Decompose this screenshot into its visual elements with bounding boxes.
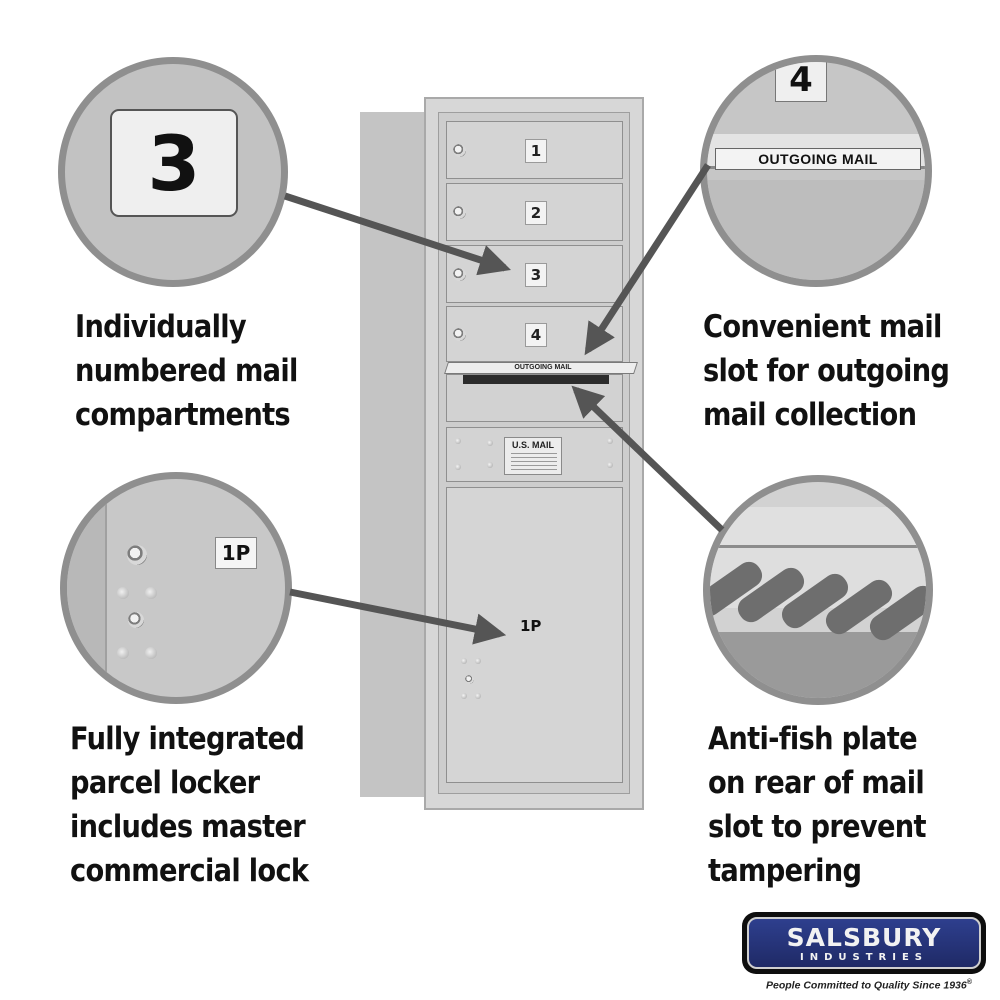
- parcel-door-edge: [67, 479, 107, 697]
- door-number: 4: [525, 323, 547, 347]
- tagline-text: People Committed to Quality Since 1936: [766, 979, 967, 992]
- caption-line: Individually: [75, 309, 247, 345]
- parcel-label: 1P: [215, 537, 257, 569]
- outgoing-mail-slot-opening: [463, 375, 609, 384]
- compartment-door-2: 2: [446, 183, 623, 241]
- arrow-to-compartment-3: [283, 192, 511, 276]
- logo-tagline: People Committed to Quality Since 1936®: [766, 979, 1000, 992]
- caption-line: tampering: [708, 853, 862, 889]
- door-number: 3: [525, 263, 547, 287]
- rivet-icon: [117, 587, 129, 599]
- rivet-icon: [475, 693, 481, 699]
- caption-line: numbered mail: [75, 353, 298, 389]
- lock-icon: [127, 545, 147, 565]
- rivet-icon: [607, 438, 613, 444]
- caption-parcel-locker: Fully integrated parcel locker includes …: [70, 717, 309, 893]
- rivet-icon: [487, 440, 493, 446]
- compartment-door-1: 1: [446, 121, 623, 179]
- registered-mark: ®: [966, 979, 972, 986]
- compartment-number-plate: 3: [110, 109, 238, 217]
- usmail-plate-fineprint: [511, 453, 557, 473]
- parcel-locker-number: 1P: [520, 617, 542, 635]
- logo-subtitle: INDUSTRIES: [800, 952, 928, 963]
- rivet-icon: [475, 658, 481, 664]
- arrow-to-anti-fish-plate: [571, 385, 725, 533]
- rivet-icon: [145, 647, 157, 659]
- caption-anti-fish-plate: Anti-fish plate on rear of mail slot to …: [708, 717, 927, 893]
- door-number: 2: [525, 201, 547, 225]
- caption-line: slot for outgoing: [703, 353, 950, 389]
- zoom-parcel-lock: 1P: [60, 472, 292, 704]
- rivet-icon: [117, 647, 129, 659]
- anti-fish-shadow: [710, 632, 926, 698]
- caption-line: commercial lock: [70, 853, 309, 889]
- outgoing-mail-slot-label: OUTGOING MAIL: [514, 364, 572, 371]
- rivet-icon: [145, 587, 157, 599]
- zoom-outgoing-slot: 4 OUTGOING MAIL: [700, 55, 932, 287]
- lock-icon: [453, 206, 466, 219]
- arrow-to-parcel-locker: [289, 588, 507, 645]
- rivet-icon: [487, 462, 493, 468]
- outgoing-mail-label: OUTGOING MAIL: [715, 148, 921, 170]
- master-lock-icon: [128, 612, 144, 628]
- outgoing-slot-door: [707, 180, 925, 280]
- rivet-icon: [455, 464, 461, 470]
- arrow-to-outgoing-slot: [584, 163, 711, 356]
- rivet-icon: [607, 462, 613, 468]
- caption-line: mail collection: [703, 397, 917, 433]
- logo-plate: SALSBURY INDUSTRIES: [747, 917, 981, 969]
- usmail-plate: U.S. MAIL: [504, 437, 562, 475]
- compartment-number-plate: 4: [775, 62, 827, 102]
- caption-outgoing-slot: Convenient mail slot for outgoing mail c…: [703, 305, 950, 437]
- caption-line: includes master: [70, 809, 306, 845]
- lock-icon: [453, 144, 466, 157]
- door-number: 1: [525, 139, 547, 163]
- caption-line: on rear of mail: [708, 765, 925, 801]
- salsbury-logo: SALSBURY INDUSTRIES: [742, 912, 986, 974]
- logo-name: SALSBURY: [786, 923, 942, 952]
- caption-line: Fully integrated: [70, 721, 305, 757]
- rivet-icon: [455, 438, 461, 444]
- zoom-anti-fish-plate: [703, 475, 933, 705]
- lock-icon: [465, 675, 474, 684]
- caption-line: slot to prevent: [708, 809, 927, 845]
- caption-line: compartments: [75, 397, 291, 433]
- rivet-icon: [461, 693, 467, 699]
- lock-icon: [453, 328, 466, 341]
- caption-numbered-compartments: Individually numbered mail compartments: [75, 305, 298, 437]
- anti-fish-rail: [710, 507, 926, 548]
- caption-line: Anti-fish plate: [708, 721, 918, 757]
- lock-icon: [453, 268, 466, 281]
- caption-line: Convenient mail: [703, 309, 942, 345]
- caption-line: parcel locker: [70, 765, 260, 801]
- zoom-compartment-number: 3: [58, 57, 288, 287]
- rivet-icon: [461, 658, 467, 664]
- usmail-plate-title: U.S. MAIL: [512, 440, 554, 450]
